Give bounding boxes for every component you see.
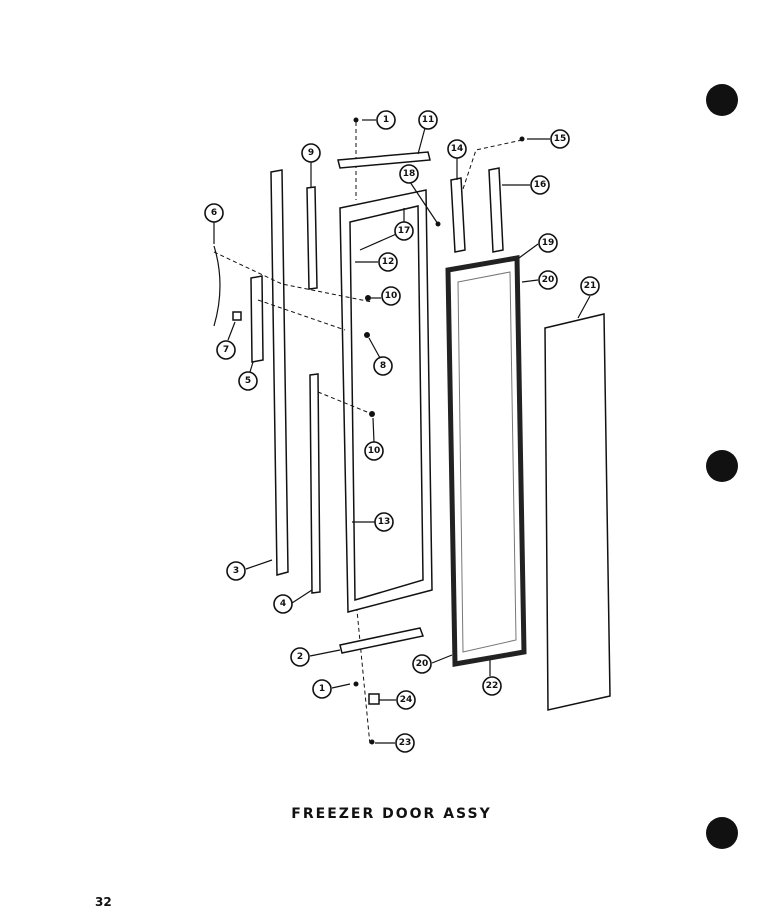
svg-text:19: 19	[542, 238, 555, 248]
leader	[431, 654, 453, 664]
part-upper-strip	[306, 186, 318, 290]
svg-text:8: 8	[380, 361, 386, 371]
callout-8: 8	[373, 356, 393, 376]
screw-23	[369, 739, 375, 745]
svg-text:10: 10	[385, 291, 398, 301]
svg-text:16: 16	[534, 180, 547, 190]
leader	[331, 683, 351, 689]
callout-24: 24	[396, 690, 416, 710]
part-bottom-hinge	[339, 627, 425, 654]
leader	[249, 361, 254, 373]
svg-text:20: 20	[542, 275, 555, 285]
screw-bottom	[353, 681, 359, 687]
svg-text:15: 15	[554, 134, 567, 144]
callout-17: 17	[394, 221, 414, 241]
callout-5: 5	[238, 371, 258, 391]
callout-16: 16	[530, 175, 550, 195]
callout-7: 7	[216, 340, 236, 360]
leader	[309, 649, 341, 657]
svg-text:3: 3	[233, 566, 239, 576]
svg-text:11: 11	[422, 115, 435, 125]
svg-text:2: 2	[297, 652, 303, 662]
plug-10-upper	[365, 295, 371, 301]
leader	[227, 321, 236, 341]
callout-2: 2	[290, 647, 310, 667]
svg-text:12: 12	[382, 257, 395, 267]
svg-text:20: 20	[416, 659, 429, 669]
bracket-alignment-line	[257, 299, 346, 331]
lower-alignment-line	[317, 391, 373, 415]
part-clip	[232, 311, 242, 321]
svg-text:22: 22	[486, 681, 499, 691]
leader	[577, 295, 591, 319]
svg-text:6: 6	[211, 208, 217, 218]
handle-alignment-line	[213, 251, 373, 303]
callout-23: 23	[395, 733, 415, 753]
screw-top	[353, 117, 359, 123]
part-door-handle	[213, 245, 221, 327]
axis-line-bottom	[355, 599, 371, 746]
part-top-hinge	[337, 151, 431, 169]
callout-3: 3	[226, 561, 246, 581]
leader	[372, 417, 375, 443]
callout-6: 6	[204, 203, 224, 223]
svg-text:1: 1	[319, 684, 325, 694]
callout-20-bottom: 20	[412, 654, 432, 674]
plug-8	[364, 332, 370, 338]
part-gasket-inner	[457, 271, 517, 653]
callout-18: 18	[399, 164, 419, 184]
svg-text:5: 5	[245, 376, 251, 386]
leader	[417, 127, 426, 155]
part-outer-door-panel	[544, 313, 611, 711]
callout-22: 22	[482, 676, 502, 696]
svg-text:13: 13	[378, 517, 391, 527]
leader	[518, 243, 539, 259]
svg-text:23: 23	[399, 738, 412, 748]
callout-1-bottom: 1	[312, 679, 332, 699]
leader	[245, 559, 273, 570]
svg-text:21: 21	[584, 281, 597, 291]
part-hinge-bushing	[368, 693, 380, 705]
leader	[368, 337, 381, 359]
svg-text:14: 14	[451, 144, 464, 154]
part-handle-bracket	[250, 275, 264, 363]
callout-11: 11	[418, 110, 438, 130]
svg-text:24: 24	[400, 695, 413, 705]
callout-10-upper: 10	[381, 286, 401, 306]
callout-21: 21	[580, 276, 600, 296]
binder-hole-top	[706, 84, 738, 116]
binder-hole-middle	[706, 450, 738, 482]
diagram-caption: FREEZER DOOR ASSY	[291, 806, 492, 822]
callout-12: 12	[378, 252, 398, 272]
svg-text:4: 4	[280, 599, 286, 609]
part-door-gasket	[445, 255, 527, 667]
callout-1-top: 1	[376, 110, 396, 130]
strip-alignment-line	[461, 139, 523, 193]
leader	[409, 181, 439, 225]
svg-text:9: 9	[308, 148, 314, 158]
part-lower-strip	[309, 373, 321, 594]
part-outer-strip	[488, 167, 504, 253]
part-door-frame-inner	[349, 205, 424, 601]
part-side-strip	[450, 177, 466, 253]
callout-4: 4	[273, 594, 293, 614]
leader	[521, 279, 539, 283]
svg-text:18: 18	[403, 169, 416, 179]
page-number: 32	[95, 895, 112, 909]
callout-20-top: 20	[538, 270, 558, 290]
svg-text:10: 10	[368, 446, 381, 456]
leader	[291, 589, 313, 604]
svg-text:7: 7	[223, 345, 229, 355]
callout-15: 15	[550, 129, 570, 149]
callout-9: 9	[301, 143, 321, 163]
callout-13: 13	[374, 512, 394, 532]
callout-19: 19	[538, 233, 558, 253]
callout-14: 14	[447, 139, 467, 159]
svg-text:17: 17	[398, 226, 411, 236]
callout-10-lower: 10	[364, 441, 384, 461]
part-handle-trim-strip	[270, 169, 289, 576]
binder-hole-bottom	[706, 817, 738, 849]
svg-text:1: 1	[383, 115, 389, 125]
